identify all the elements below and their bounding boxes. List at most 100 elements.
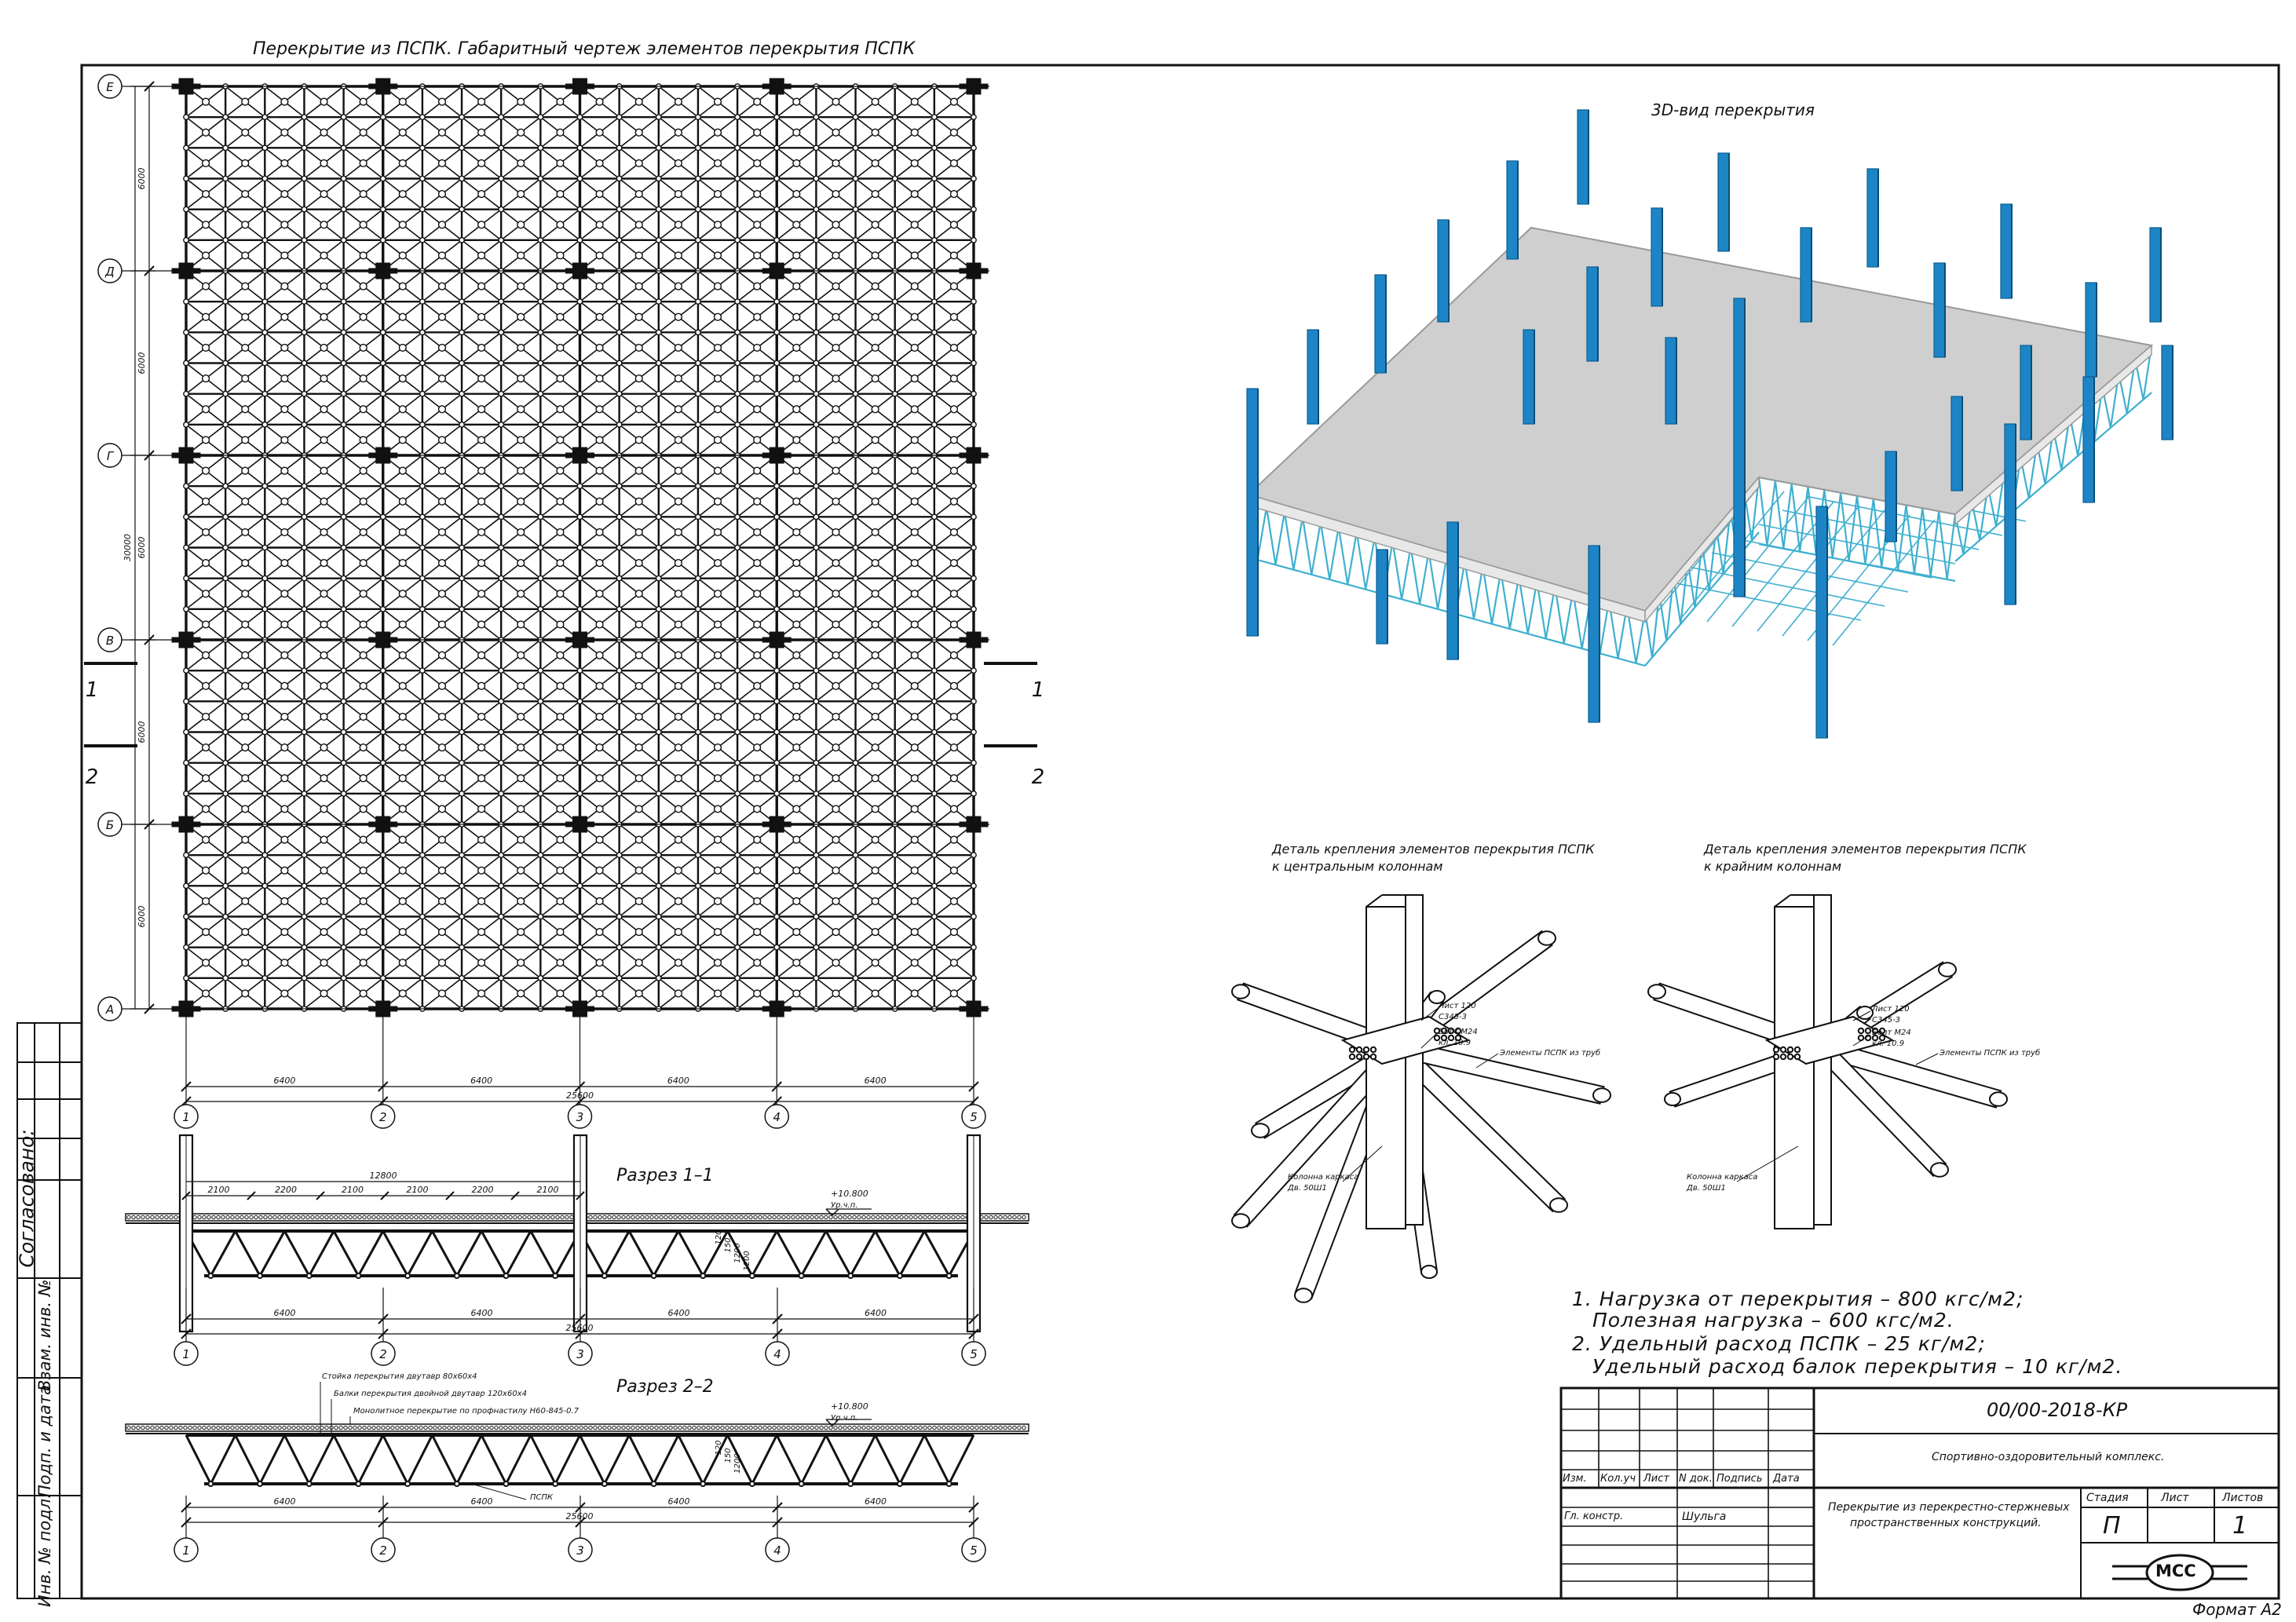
plan-node (183, 544, 189, 551)
stamp-name: Шульга (1682, 1511, 1727, 1523)
plan-node (222, 729, 229, 736)
plan-node (301, 175, 308, 182)
stamp-header-qty: Кол.уч (1600, 1473, 1636, 1485)
plan-node (183, 698, 189, 705)
plan-node (261, 298, 269, 305)
plan-node (222, 114, 229, 121)
plan-node (261, 175, 269, 182)
plan-node (340, 175, 347, 182)
plan-node (261, 729, 269, 736)
plan-node (261, 360, 269, 367)
plan-node (340, 298, 347, 305)
plan-node (222, 390, 229, 397)
plan-node (222, 236, 229, 243)
plan-node (301, 605, 308, 612)
plan-node (183, 667, 189, 674)
plan-node (183, 298, 189, 305)
plan-node (222, 944, 229, 951)
plan-node (261, 605, 269, 612)
plan-node (261, 206, 269, 213)
plan-node (183, 175, 189, 182)
plan-node (222, 144, 229, 152)
plan-node (183, 144, 189, 152)
plan-node (222, 605, 229, 612)
plan-node (222, 483, 229, 490)
plan-title: Перекрытие из ПСПК. Габаритный чертеж эл… (253, 39, 916, 59)
plan-node (261, 513, 269, 521)
plan-node (222, 790, 229, 797)
plan-node (301, 144, 308, 152)
plan-node (301, 421, 308, 428)
plan-node (301, 913, 308, 920)
stamp-header-doc: N док. (1679, 1473, 1713, 1485)
stamp-sheets: 1 (2232, 1512, 2248, 1540)
plan-node (301, 513, 308, 521)
stamp-code: 00/00-2018-КР (1987, 1399, 2128, 1421)
plan-node (222, 329, 229, 336)
plan-node (222, 575, 229, 582)
plan-node (183, 759, 189, 766)
plan-node (340, 390, 347, 397)
plan-node (183, 483, 189, 490)
plan-node (222, 974, 229, 981)
plan-node (301, 790, 308, 797)
plan-node (183, 329, 189, 336)
plan-node (340, 114, 347, 121)
plan-node (261, 667, 269, 674)
plan-node (222, 421, 229, 428)
plan-node (222, 513, 229, 521)
plan-node (261, 944, 269, 951)
stamp-project: Спортивно-оздоровительный комплекс. (1932, 1451, 2165, 1463)
plan-node (183, 390, 189, 397)
plan-node (183, 790, 189, 797)
stamp-role: Гл. констр. (1564, 1511, 1624, 1522)
stamp-format: Формат А2 (2192, 1600, 2282, 1619)
plan-node (261, 483, 269, 490)
plan-node (183, 360, 189, 367)
plan-node (183, 913, 189, 920)
plan-node (261, 882, 269, 890)
plan-node (301, 729, 308, 736)
plan-node (261, 421, 269, 428)
plan-node (183, 513, 189, 521)
plan-node (183, 882, 189, 890)
stamp-sheet-title-1: Перекрытие из перекрестно-стержневых (1828, 1501, 2070, 1514)
plan-node (261, 852, 269, 859)
plan-node (301, 759, 308, 766)
stamp-stage-label: Стадия (2086, 1492, 2129, 1504)
plan-node (301, 575, 308, 582)
plan-node (301, 114, 308, 121)
plan-node (301, 483, 308, 490)
plan-node (183, 575, 189, 582)
stamp-stage: П (2103, 1512, 2121, 1540)
plan-node (261, 329, 269, 336)
plan-node (301, 882, 308, 890)
plan-node (222, 698, 229, 705)
plan-node (222, 667, 229, 674)
plan-node (222, 298, 229, 305)
stamp-header-signature: Подпись (1717, 1473, 1763, 1485)
plan-node (183, 944, 189, 951)
plan-node (261, 390, 269, 397)
plan-node (301, 329, 308, 336)
plan-node (301, 360, 308, 367)
plan-node (261, 913, 269, 920)
plan-node (183, 236, 189, 243)
plan-node (301, 944, 308, 951)
stamp-logo: МСС (2155, 1562, 2196, 1580)
plan-node (222, 544, 229, 551)
plan-node (261, 544, 269, 551)
plan-node (222, 852, 229, 859)
plan-node (301, 298, 308, 305)
plan-node (183, 974, 189, 981)
plan-node (261, 698, 269, 705)
plan-node (183, 605, 189, 612)
stamp-sheet-label: Лист (2161, 1492, 2189, 1504)
plan-node (301, 698, 308, 705)
plan-node (301, 236, 308, 243)
plan-node (301, 667, 308, 674)
plan-node (183, 206, 189, 213)
plan-node (183, 852, 189, 859)
